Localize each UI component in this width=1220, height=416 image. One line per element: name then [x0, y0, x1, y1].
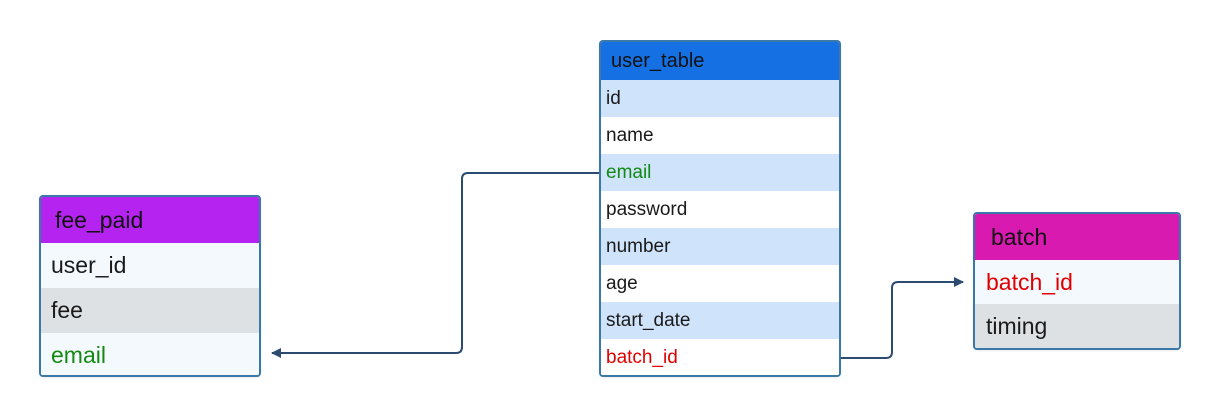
entity-user-table[interactable]: user_table id name email password number…	[599, 40, 841, 377]
field-row-batch-id[interactable]: batch_id	[601, 339, 839, 375]
field-label: user_id	[51, 252, 127, 278]
field-label: email	[606, 161, 652, 183]
entity-title: fee_paid	[55, 206, 144, 233]
field-label: start_date	[606, 309, 691, 331]
field-row-fee[interactable]: fee	[41, 288, 259, 333]
field-row-password[interactable]: password	[601, 191, 839, 228]
field-label: batch_id	[986, 268, 1073, 295]
field-row-email[interactable]: email	[41, 333, 259, 375]
field-label: number	[606, 235, 671, 257]
field-label: batch_id	[606, 346, 678, 368]
field-row-name[interactable]: name	[601, 117, 839, 154]
field-label: name	[606, 124, 654, 146]
field-label: fee	[51, 297, 83, 323]
field-row-id[interactable]: id	[601, 80, 839, 117]
connector-batch-id-to-batch[interactable]	[841, 277, 964, 359]
field-row-number[interactable]: number	[601, 228, 839, 265]
field-row-age[interactable]: age	[601, 265, 839, 302]
field-row-timing[interactable]: timing	[975, 304, 1179, 348]
field-row-batch-id[interactable]: batch_id	[975, 260, 1179, 304]
field-row-start-date[interactable]: start_date	[601, 302, 839, 339]
field-label: id	[606, 87, 621, 109]
field-label: email	[51, 342, 106, 368]
field-row-email[interactable]: email	[601, 154, 839, 191]
entity-header-batch: batch	[975, 214, 1179, 260]
entity-header-user-table: user_table	[601, 42, 839, 80]
entity-title: batch	[991, 223, 1048, 250]
entity-header-fee-paid: fee_paid	[41, 197, 259, 243]
connector-email-to-fee-paid[interactable]	[271, 172, 599, 358]
field-label: age	[606, 272, 638, 294]
entity-title: user_table	[611, 49, 705, 72]
entity-fee-paid[interactable]: fee_paid user_id fee email	[39, 195, 261, 377]
entity-batch[interactable]: batch batch_id timing	[973, 212, 1181, 350]
field-row-user-id[interactable]: user_id	[41, 243, 259, 288]
field-label: timing	[986, 312, 1048, 339]
field-label: password	[606, 198, 688, 220]
